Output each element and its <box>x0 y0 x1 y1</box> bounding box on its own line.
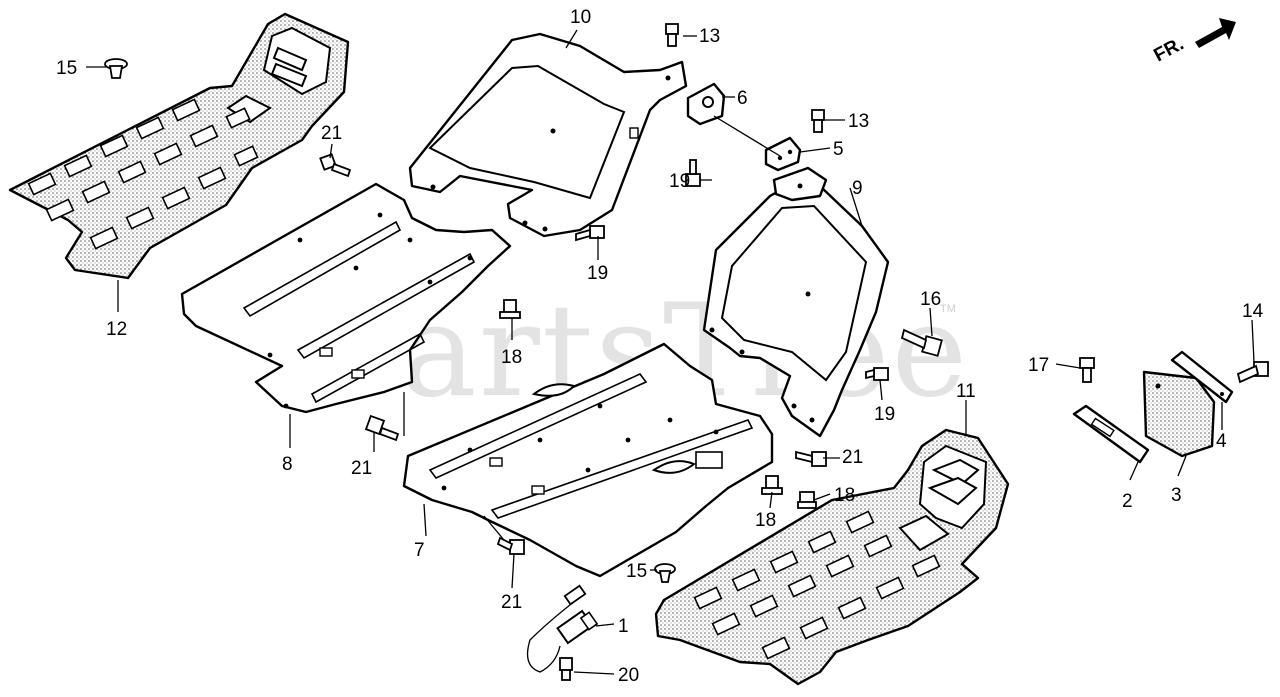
callout-13b: 13 <box>848 111 869 132</box>
fastener-bolt-16 <box>900 328 943 357</box>
callout-1: 1 <box>618 616 629 637</box>
fastener-bolt-17 <box>1079 357 1095 383</box>
callout-18c: 18 <box>834 485 855 506</box>
fastener-bolt-14 <box>1236 361 1269 384</box>
fastener-clip-15b <box>654 563 676 583</box>
front-direction-indicator: FR. <box>1150 18 1236 66</box>
callout-8: 8 <box>282 454 293 475</box>
callout-15b: 15 <box>626 561 647 582</box>
fastener-bolt-21c <box>496 536 525 555</box>
callout-19b: 19 <box>587 263 608 284</box>
callout-labels: 10 13 6 13 5 19 19 9 16 19 21 18 18 11 1… <box>56 7 1264 686</box>
part-left-floor-mat <box>8 12 350 280</box>
fastener-bolt-21b <box>364 414 400 442</box>
callout-18b: 18 <box>755 510 776 531</box>
callout-9: 9 <box>852 178 863 199</box>
fastener-bolt-21d <box>795 450 827 467</box>
part-strip-4 <box>1170 350 1234 404</box>
callout-3: 3 <box>1171 485 1182 506</box>
callout-10: 10 <box>570 7 591 28</box>
callout-11: 11 <box>956 381 976 402</box>
callout-19a: 19 <box>669 171 690 192</box>
callout-4: 4 <box>1216 431 1227 452</box>
callout-19c: 19 <box>874 404 895 425</box>
fastener-bolt-20 <box>559 657 573 681</box>
part-upper-frame-9 <box>702 166 890 438</box>
fastener-bolt-18b <box>761 475 783 495</box>
fastener-bolt-21a <box>319 153 352 178</box>
callout-12: 12 <box>106 319 127 340</box>
callout-2: 2 <box>1122 491 1133 512</box>
fastener-bolt-18c <box>797 491 817 509</box>
part-bracket-2 <box>1072 404 1150 464</box>
part-bracket-6 <box>686 82 726 126</box>
part-plate-3 <box>1142 370 1216 458</box>
callout-6: 6 <box>737 88 748 109</box>
callout-5: 5 <box>833 139 844 160</box>
callout-13: 13 <box>699 26 720 47</box>
fastener-bolt-13 <box>665 23 679 47</box>
callout-17: 17 <box>1028 355 1049 376</box>
fastener-bolt-19b <box>575 225 605 242</box>
callout-16: 16 <box>920 289 941 310</box>
part-upper-frame-10 <box>408 32 688 238</box>
callout-14: 14 <box>1242 301 1264 322</box>
callout-21b: 21 <box>351 458 372 479</box>
part-floor-plate-8 <box>180 182 512 414</box>
callout-7: 7 <box>414 540 425 561</box>
callout-21c: 21 <box>501 592 522 613</box>
fastener-bolt-19c <box>865 367 889 381</box>
svg-text:FR.: FR. <box>1150 34 1187 67</box>
callout-20: 20 <box>618 665 639 686</box>
callout-21a: 21 <box>321 123 342 144</box>
part-harness-1 <box>526 584 599 673</box>
fastener-bolt-18a <box>499 299 521 319</box>
callout-15: 15 <box>56 58 77 79</box>
part-bracket-5 <box>764 136 802 172</box>
fastener-clip-15 <box>104 58 128 79</box>
fastener-bolt-13b <box>811 109 825 133</box>
callout-18a: 18 <box>501 347 522 368</box>
leader-lines <box>86 29 1255 675</box>
callout-21d: 21 <box>842 447 863 468</box>
part-right-floor-mat <box>654 428 1010 686</box>
watermark-trademark: TM <box>940 303 956 315</box>
front-arrow-icon <box>1195 18 1236 48</box>
part-floor-plate-7 <box>402 342 774 578</box>
